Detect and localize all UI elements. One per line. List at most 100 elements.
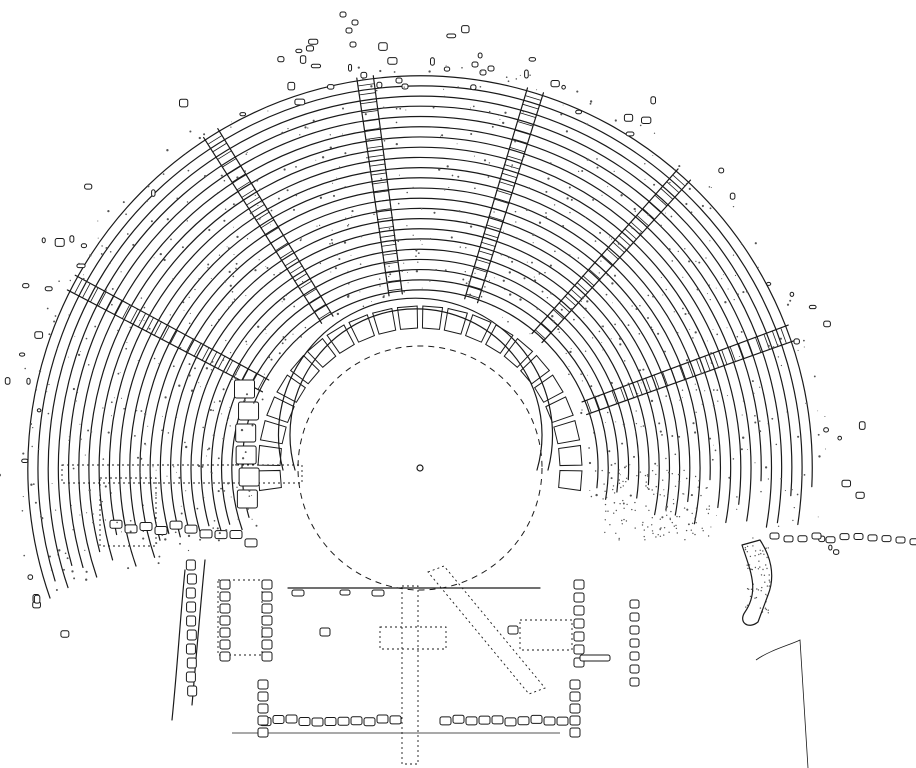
rubble-speck <box>36 389 38 391</box>
stone <box>452 714 465 724</box>
proedria-seat <box>396 305 419 330</box>
rubble-speck <box>740 448 743 451</box>
rubble-speck <box>502 230 504 232</box>
stair-step <box>514 129 531 136</box>
stair-step <box>361 110 378 114</box>
rubble-speck <box>716 389 719 391</box>
rubble-speck <box>682 396 684 398</box>
rubble-speck <box>651 470 654 472</box>
rubble-speck <box>619 343 622 346</box>
rubble-speck <box>644 474 647 477</box>
rubble-speck <box>470 132 473 136</box>
rubble-speck <box>536 89 538 91</box>
rubble-speck <box>786 411 788 413</box>
rubble-speck <box>299 134 301 136</box>
rubble-speck <box>200 329 202 331</box>
rubble-speck <box>163 258 166 262</box>
stairway-edge <box>66 289 264 393</box>
rubble-speck <box>709 298 711 301</box>
stair-step <box>153 321 163 337</box>
rubble-speck <box>50 569 52 571</box>
rubble-speck <box>372 178 373 180</box>
stair-step <box>480 241 496 248</box>
stone <box>573 631 585 642</box>
stone <box>573 579 585 590</box>
rubble-speck <box>613 492 616 494</box>
rubble-speck <box>504 289 506 291</box>
stone <box>185 671 196 683</box>
rubble-speck <box>779 337 782 340</box>
rubble-speck <box>502 316 504 318</box>
seat-row <box>200 248 640 527</box>
stone <box>507 625 519 635</box>
rubble-speck <box>214 536 216 538</box>
stone <box>186 573 197 585</box>
proedria-seat <box>257 469 282 492</box>
rubble-speck <box>625 481 627 483</box>
stair-step <box>201 346 210 362</box>
stair-step <box>496 189 513 196</box>
rubble-speck <box>464 271 466 273</box>
rubble-speck <box>663 489 665 491</box>
rubble-speck <box>393 240 395 242</box>
rubble-speck <box>462 278 465 281</box>
rubble-speck <box>245 295 247 297</box>
rubble-speck <box>395 121 398 124</box>
stair-step <box>265 226 280 237</box>
rubble-speck <box>225 339 227 342</box>
rubble-speck <box>292 333 294 335</box>
rubble-speck <box>655 473 657 476</box>
rubble-speck <box>54 315 57 317</box>
rubble-speck <box>755 596 758 599</box>
rubble-speck <box>493 277 495 279</box>
rubble-speck <box>443 88 445 90</box>
stair-step <box>369 163 386 167</box>
stone <box>36 408 42 413</box>
rubble-speck <box>67 347 70 349</box>
rubble-speck <box>586 158 589 161</box>
rubble-speck <box>469 225 473 228</box>
rubble-speck <box>296 339 298 341</box>
rubble-speck <box>623 518 625 521</box>
rubble-speck <box>598 396 600 398</box>
rubble-speck <box>107 209 110 213</box>
rubble-speck <box>196 507 199 510</box>
rubble-speck <box>479 85 482 88</box>
rubble-speck <box>282 336 285 338</box>
rubble-speck <box>761 586 763 589</box>
rubble-speck <box>235 463 238 466</box>
rubble-speck <box>674 485 677 487</box>
rubble-speck <box>765 608 767 611</box>
rubble-speck <box>765 547 767 549</box>
rubble-speck <box>569 254 571 256</box>
rubble-speck <box>23 554 26 557</box>
rubble-speck <box>733 298 735 301</box>
rubble-speck <box>166 475 168 477</box>
stage-building <box>217 565 573 765</box>
rubble-speck <box>651 328 654 331</box>
rubble-speck <box>672 498 674 500</box>
rubble-speck <box>395 142 398 146</box>
stone <box>569 715 581 726</box>
rubble-speck <box>174 531 177 534</box>
rubble-speck <box>715 515 717 516</box>
rubble-speck <box>623 507 625 509</box>
rubble-speck <box>604 503 607 506</box>
rubble-speck <box>760 574 763 576</box>
rubble-speck <box>610 464 613 466</box>
rubble-speck <box>348 223 350 226</box>
rubble-speck <box>199 386 201 388</box>
stone <box>439 716 452 726</box>
rubble-speck <box>142 537 145 540</box>
rubble-speck <box>260 202 262 204</box>
rubble-speck <box>659 535 662 537</box>
rubble-speck <box>64 552 67 555</box>
rubble-speck <box>709 240 711 242</box>
rubble-speck <box>604 519 606 521</box>
rubble-speck <box>691 512 693 515</box>
rubble-speck <box>698 261 701 264</box>
rubble-speck <box>134 435 136 437</box>
rubble-speck <box>351 210 354 213</box>
rubble-speck <box>292 275 294 277</box>
rubble-speck <box>235 203 237 205</box>
